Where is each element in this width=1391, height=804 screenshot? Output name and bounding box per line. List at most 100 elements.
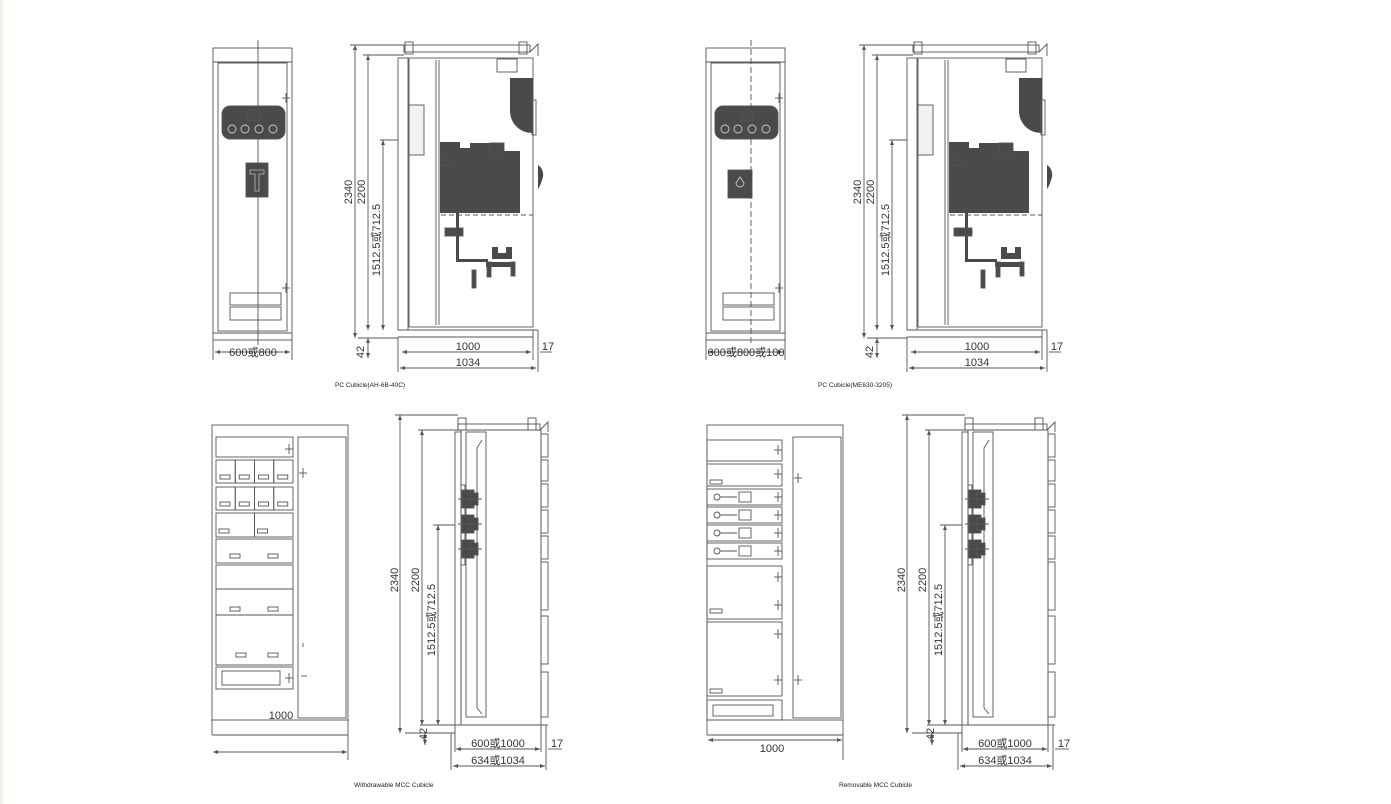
- drawer: [706, 506, 783, 524]
- control-panel: [714, 105, 779, 140]
- height-inner-label: 2200: [865, 180, 877, 204]
- switch-icon: [713, 511, 721, 519]
- cabinet-inner: [917, 57, 1043, 328]
- bolt: [457, 417, 467, 431]
- busbar-chamber: [465, 431, 487, 718]
- bus-support: [408, 104, 425, 156]
- busbar-connection: [453, 182, 514, 267]
- bolt: [1027, 41, 1037, 55]
- drawer-handle: [277, 474, 289, 480]
- switch-box: [738, 527, 752, 539]
- drawer-front: [540, 671, 549, 718]
- drawer-handle: [218, 528, 230, 534]
- offset-label: 17: [1051, 341, 1063, 353]
- drawer-front: [540, 561, 549, 611]
- cable-compartment: [297, 436, 347, 719]
- indicator-lamp-icon: [720, 124, 730, 134]
- base-label: 42: [355, 346, 367, 358]
- width-label: 600或800: [229, 346, 277, 359]
- indicator-lamp-icon: [761, 124, 771, 134]
- caption-withdrawable-mcc: Withdrawable MCC Cubicle: [354, 782, 434, 789]
- door-handle: [1047, 165, 1053, 189]
- indicator-lamp-icon: [254, 124, 264, 134]
- bolt: [964, 417, 974, 431]
- panel-3-front-view: 1000: [211, 424, 349, 760]
- terminal-bolt: [1019, 261, 1025, 277]
- depth-inner-label: 600或1000: [471, 737, 525, 750]
- width-label: 1000: [269, 710, 293, 722]
- front-frame: [961, 431, 969, 726]
- bolt: [913, 41, 923, 55]
- depth-inner-label: 1000: [965, 341, 989, 353]
- lifting-lug: [539, 420, 549, 432]
- terminal-bolt: [471, 269, 477, 289]
- height-mid-label: 1512.5或712.5: [425, 584, 438, 656]
- door-outline: [217, 62, 288, 332]
- base-label: 42: [925, 728, 937, 740]
- drawer: [215, 486, 236, 511]
- switch-icon: [713, 547, 721, 555]
- drawer-front: [1047, 483, 1056, 508]
- arrowhead: [930, 733, 934, 745]
- offset-label: 17: [551, 738, 563, 750]
- cabinet-body: [967, 429, 1049, 726]
- drawer: [273, 459, 294, 484]
- breaker-top: [489, 142, 505, 156]
- drawer-front: [1047, 433, 1056, 458]
- knob-icon: [735, 176, 745, 188]
- drawer-handle: [267, 606, 279, 612]
- width-label: 1000: [760, 743, 784, 755]
- busbar-connection: [962, 182, 1023, 267]
- front-frame: [906, 57, 918, 331]
- drawer-handle: [229, 606, 241, 612]
- height-inner-label: 2200: [410, 568, 422, 592]
- bus-support: [917, 104, 934, 156]
- circuit-breaker: [949, 142, 1029, 213]
- drawer: [706, 565, 783, 620]
- terminal: [492, 247, 512, 259]
- drawer-handle: [267, 652, 279, 658]
- terminal-bolt: [486, 261, 492, 278]
- cabinet-inner: [408, 57, 534, 328]
- drawer-front: [1047, 535, 1056, 560]
- drawer: [254, 512, 294, 538]
- drawer-handle: [709, 688, 723, 694]
- drawer-handle: [709, 608, 723, 614]
- drawer: [254, 459, 275, 484]
- bus-cover: [983, 439, 990, 715]
- height-inner-label: 2200: [917, 568, 929, 592]
- cabinet-outline: [706, 424, 844, 721]
- drawer-front: [540, 433, 549, 458]
- indicator-lamp-icon: [733, 124, 743, 134]
- cabinet-outline: [212, 47, 293, 341]
- breaker-handle-cover: [510, 78, 533, 134]
- height-total-label: 2340: [852, 180, 864, 204]
- drawer-front: [540, 483, 549, 508]
- drawer-front: [540, 535, 549, 560]
- terminal: [1001, 247, 1021, 259]
- hinge: [531, 99, 537, 136]
- busbar-clamp: [953, 227, 973, 237]
- top-busbar: [403, 44, 531, 53]
- height-total-label: 2340: [389, 568, 401, 592]
- cabinet-outline: [211, 424, 349, 721]
- bolt: [527, 417, 537, 431]
- door-handle: [538, 165, 544, 189]
- depth-outer-label: 634或1034: [471, 754, 525, 767]
- arrowhead: [423, 733, 427, 745]
- drawer-handle: [277, 501, 289, 507]
- height-mid-label: 1512.5或712.5: [879, 204, 892, 276]
- drawer-handle: [238, 501, 250, 507]
- drawer-front: [540, 615, 549, 665]
- arrowhead: [875, 338, 879, 358]
- meter-icon: [740, 109, 754, 122]
- width-label: 600或800或100: [707, 346, 784, 359]
- drawer-handle: [235, 652, 247, 658]
- meter-window: [712, 704, 774, 717]
- caption-removable-mcc: Removable MCC Cubicle: [839, 782, 912, 789]
- busbar-chamber: [972, 431, 994, 718]
- drawer-front: [540, 509, 549, 534]
